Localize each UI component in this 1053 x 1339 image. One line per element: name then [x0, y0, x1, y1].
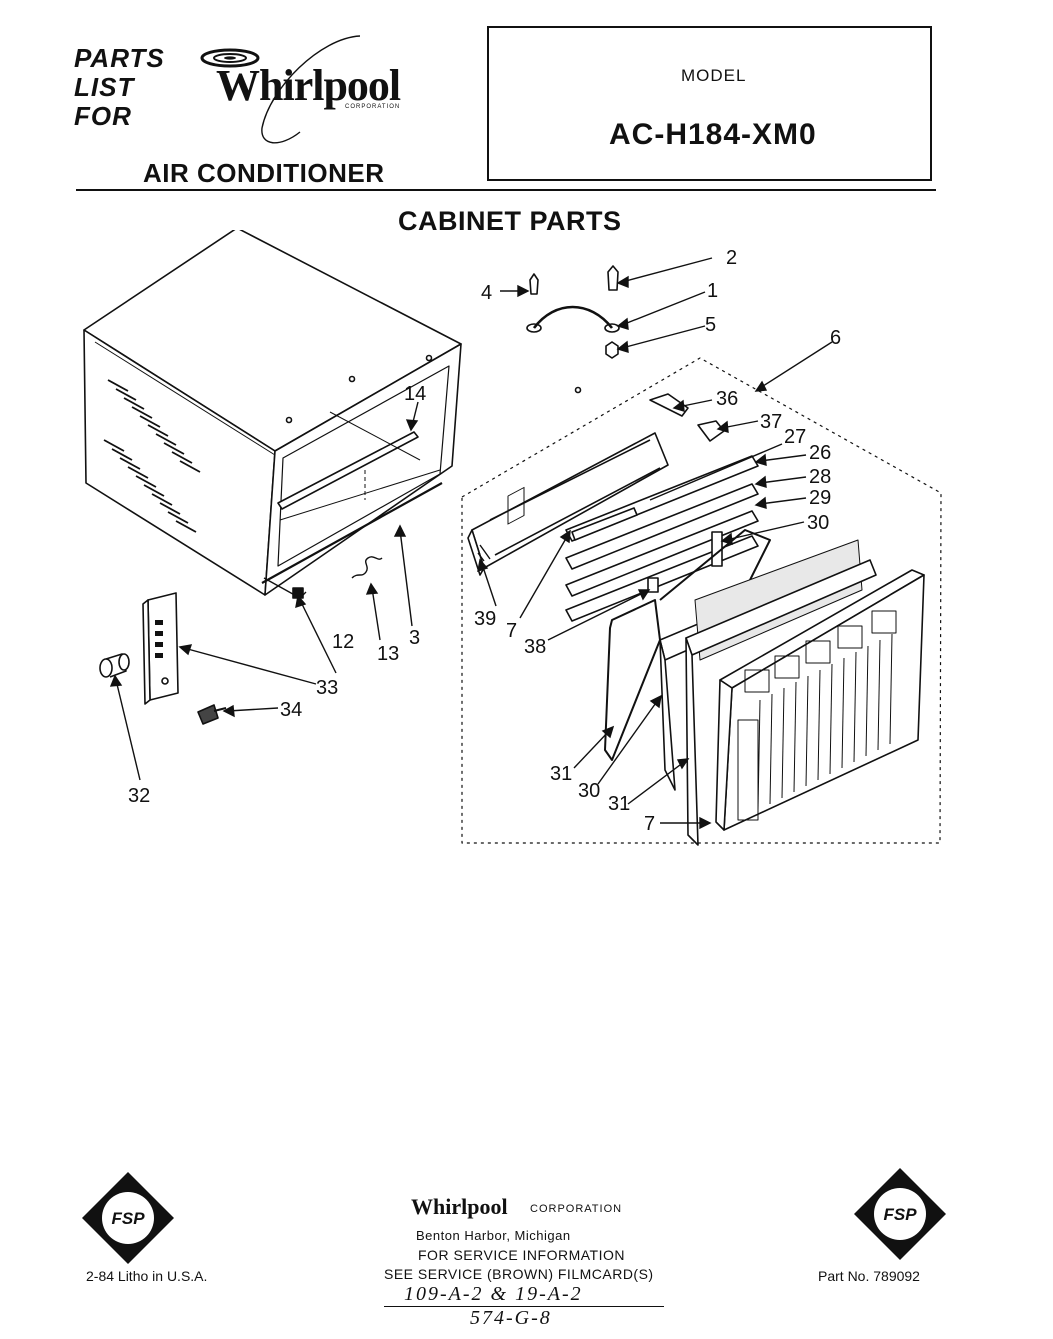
screw-34 [197, 704, 227, 725]
callout-30: 30 [578, 780, 600, 802]
callout-36: 36 [716, 388, 738, 410]
callout-6: 6 [830, 327, 841, 349]
fsp-badge-left: FSP [82, 1172, 174, 1264]
whirlpool-swirl-logo [200, 35, 361, 144]
fsp-badge-text: FSP [111, 1209, 145, 1228]
assembly-outline [461, 357, 942, 844]
header-divider [76, 189, 936, 191]
control-bracket [142, 592, 179, 705]
callout-27: 29 [809, 487, 831, 509]
callout-13: 13 [377, 643, 399, 665]
callout-7: 7 [644, 813, 655, 835]
part-number: Part No. 789092 [818, 1268, 920, 1284]
list-line: LIST [74, 72, 135, 102]
callout-26: 28 [809, 466, 831, 488]
parts-list-for-label: PARTS LIST FOR [74, 44, 165, 131]
callout-28: 30 [807, 512, 829, 534]
callout-38: 38 [524, 636, 546, 658]
callout-37: 37 [760, 411, 782, 433]
whirlpool-corporation-tag: CORPORATION [345, 104, 401, 110]
exploded-parts-diagram: 2 1 4 5 6 36 37 27 26 28 29 30 14 3 13 1… [83, 230, 942, 846]
callout-32: 32 [128, 785, 150, 807]
parts-line: PARTS [74, 43, 165, 73]
footer-corp-suffix: CORPORATION [530, 1203, 623, 1215]
filmcard-numbers-1: 109-A-2 & 19-A-2 [404, 1283, 583, 1305]
callout-29: 31 [550, 763, 572, 785]
callout-34: 34 [280, 699, 302, 721]
clip-36 [649, 393, 689, 417]
product-name: AIR CONDITIONER [143, 158, 385, 188]
model-box [487, 26, 932, 181]
front-grille [715, 569, 925, 831]
callout-31: 31 [608, 793, 630, 815]
whirlpool-wordmark: Whirlpool [216, 61, 401, 110]
print-info: 2-84 Litho in U.S.A. [86, 1268, 208, 1284]
footer-service-line2: SEE SERVICE (BROWN) FILMCARD(S) [384, 1266, 654, 1282]
filmcard-underline [384, 1306, 664, 1307]
cabinet-shell [83, 230, 462, 599]
fsp-badge-right: FSP [854, 1168, 946, 1260]
filmcard-numbers-2: 574-G-8 [470, 1307, 552, 1329]
for-line: FOR [74, 101, 132, 131]
fsp-badge-text: FSP [883, 1205, 917, 1224]
callout-25: 27 [784, 426, 806, 448]
callout-3: 3 [409, 627, 420, 649]
callout-14: 14 [404, 383, 426, 405]
callout-1: 1 [707, 280, 718, 302]
callout-12: 12 [332, 631, 354, 653]
callout-2: 2 [726, 247, 737, 269]
callout-5: 5 [705, 314, 716, 336]
callout-33: 33 [316, 677, 338, 699]
model-label: MODEL [681, 66, 747, 85]
model-number: AC-H184-XM0 [609, 118, 817, 151]
callout-4: 4 [481, 282, 492, 304]
callout-24: 26 [809, 442, 831, 464]
clip-13 [351, 556, 383, 579]
footer-corp-name: Whirlpool [411, 1194, 508, 1219]
section-title: CABINET PARTS [398, 206, 622, 236]
footer-location: Benton Harbor, Michigan [416, 1228, 571, 1243]
callout-39: 39 [474, 608, 496, 630]
hardware-set [526, 265, 620, 394]
knob [99, 653, 130, 678]
callout-8: 7 [506, 620, 517, 642]
footer-service-line1: FOR SERVICE INFORMATION [418, 1247, 625, 1263]
clip-37 [697, 420, 725, 442]
